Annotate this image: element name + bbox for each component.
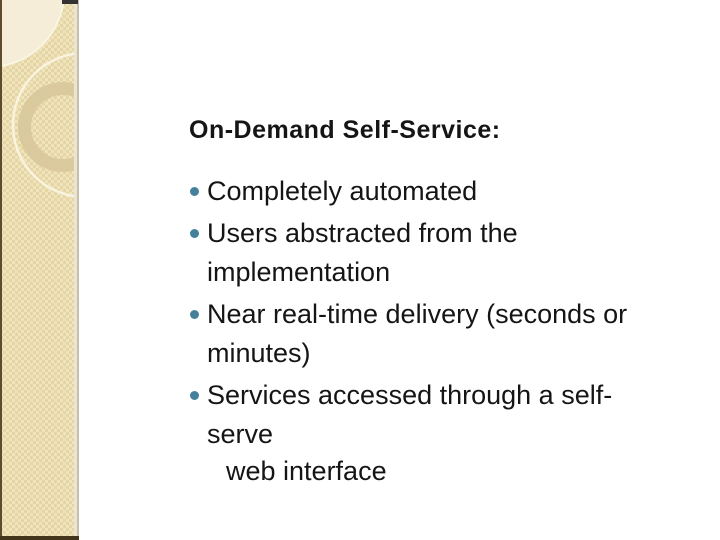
- sidebar-separator-tan: [77, 0, 79, 540]
- sidebar-circles-art: [0, 0, 74, 198]
- top-edge-artifact: [62, 0, 78, 4]
- bullet-item: Services accessed through a self- serve: [190, 376, 690, 454]
- sidebar-bottom-bar: [0, 536, 79, 540]
- bullet-dot-icon: [190, 229, 199, 238]
- bullet-dot-icon: [190, 391, 199, 400]
- bullet-item: Completely automated: [190, 172, 690, 211]
- decorative-sidebar: [0, 0, 74, 540]
- bullet-text: Users abstracted from the: [207, 218, 518, 248]
- tan-ring-shape: [18, 82, 74, 172]
- bullet-dot-icon: [190, 310, 199, 319]
- bullet-text-wrap: minutes): [207, 338, 311, 368]
- bullet-text-wrap: serve: [207, 419, 274, 449]
- bullet-text: Completely automated: [207, 176, 478, 206]
- bullet-item: Near real-time delivery (seconds or minu…: [190, 295, 690, 373]
- light-circle-shape: [0, 0, 65, 68]
- slide-title: On-Demand Self-Service:: [189, 116, 501, 144]
- continuation-line: web interface: [226, 456, 387, 486]
- bullet-text: Services accessed through a self-: [207, 380, 613, 410]
- bullet-list: Completely automated Users abstracted fr…: [190, 172, 690, 457]
- bullet-dot-icon: [190, 187, 199, 196]
- cream-circle-outline: [11, 52, 74, 198]
- bullet-text-wrap: implementation: [207, 257, 391, 287]
- sidebar-left-edge: [0, 0, 2, 540]
- bullet-item: Users abstracted from the implementation: [190, 214, 690, 292]
- sidebar-separator-light: [74, 0, 77, 540]
- bullet-text: Near real-time delivery (seconds or: [207, 299, 628, 329]
